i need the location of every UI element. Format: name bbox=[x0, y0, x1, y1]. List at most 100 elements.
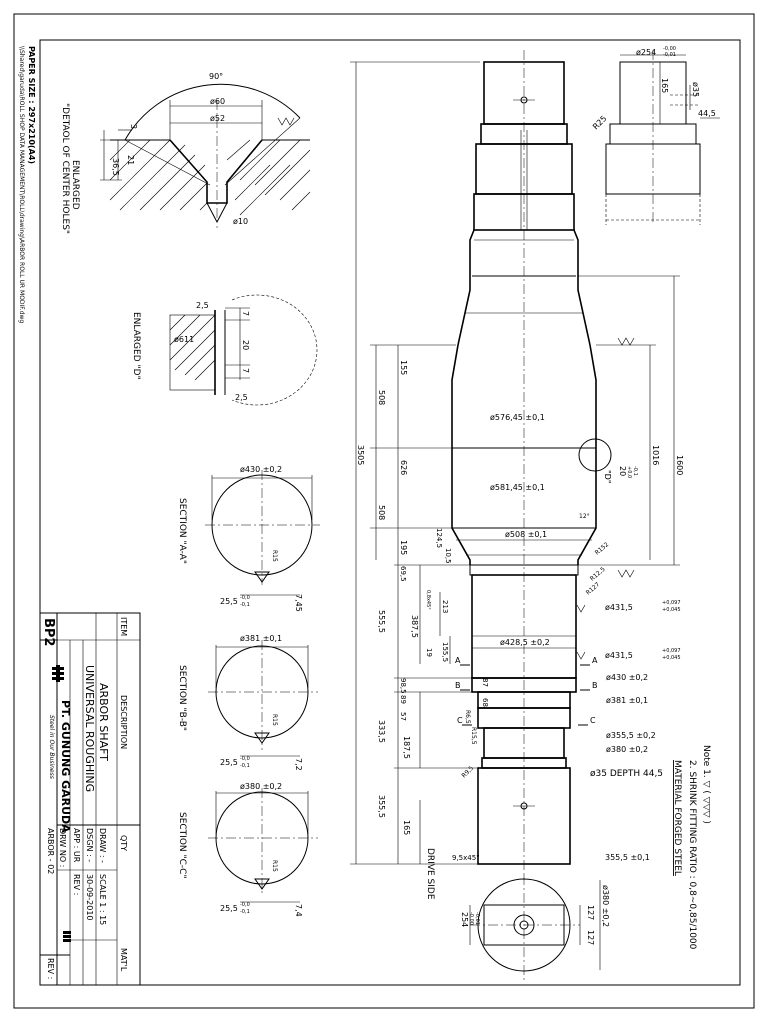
tb-description: DESCRIPTION bbox=[119, 695, 128, 749]
dim-d576: ø576,45 ±0,1 bbox=[490, 413, 545, 422]
tb-bp: BP2 bbox=[41, 618, 56, 646]
dim-chamfer: 0,8x45° bbox=[425, 590, 431, 610]
section-b-dia: ø381 ±0,1 bbox=[240, 634, 282, 643]
dim-5555: 555,5 bbox=[377, 610, 386, 633]
tb-desc-1: ARBOR SHAFT bbox=[97, 683, 110, 761]
surface-finish-symbols bbox=[277, 117, 635, 660]
dim-chamfer-bot: 9,5x45° bbox=[452, 854, 480, 862]
section-b-tol-hi: -0,0 bbox=[240, 756, 250, 762]
dim-20-lo: -0,1 bbox=[632, 466, 638, 476]
section-b-key: 25,5 bbox=[220, 758, 238, 767]
ev-d254-lo: -0,01 bbox=[474, 912, 480, 925]
dim-20-hi: +0,0 bbox=[626, 466, 632, 478]
dim-1016: 1016 bbox=[651, 445, 660, 465]
ev-127b: 127 bbox=[586, 930, 595, 945]
section-c-dia: ø380 ±0,2 bbox=[240, 782, 282, 791]
dim-r127: R127 bbox=[585, 581, 602, 597]
dim-d4315b: ø431,5 bbox=[605, 651, 633, 660]
detail-d-drawing bbox=[169, 294, 318, 406]
label-a-right: A bbox=[592, 656, 598, 665]
section-a-drawing bbox=[205, 470, 320, 596]
dim-d4285: ø428,5 ±0,2 bbox=[500, 638, 550, 647]
label-c-right: C bbox=[590, 716, 596, 725]
top-end-detail bbox=[605, 50, 720, 225]
drive-side-label: DRIVE SIDE bbox=[425, 848, 435, 900]
dim-19: 19 bbox=[425, 648, 433, 657]
dim-155: 155 bbox=[399, 360, 408, 375]
dim-105: 10,5 bbox=[444, 548, 452, 564]
note-2: 2. SHRINK FITTING RATIO : 0,8~0,85/1000 bbox=[687, 760, 697, 950]
note-1: Note 1. ▽ ( ▽▽▽ ) bbox=[701, 745, 711, 824]
detail-d-20: 20 bbox=[241, 340, 250, 350]
section-c-title: SECTION "C-C" bbox=[177, 812, 187, 879]
dim-d581: ø581,45 ±0,1 bbox=[490, 483, 545, 492]
tb-date: 30-09-2010 bbox=[85, 874, 94, 921]
tb-drw-no-label: DRW NO : bbox=[58, 828, 67, 867]
dim-r155: R15,5 bbox=[470, 727, 477, 745]
angle-90-label: 90° bbox=[209, 72, 223, 81]
dim-d508: ø508 ±0,1 bbox=[505, 530, 547, 539]
label-b-right: B bbox=[592, 681, 598, 690]
dim-r65: R6,5 bbox=[464, 710, 471, 724]
tb-drw-no: ARBOR - 02 bbox=[46, 828, 55, 874]
dim-1875: 187,5 bbox=[402, 736, 411, 759]
section-b-r: R15 bbox=[271, 714, 278, 726]
dim-3-label: 3 bbox=[129, 124, 138, 129]
dim-89: 89 bbox=[399, 695, 407, 704]
dim-d254-lo: -0,01 bbox=[663, 52, 676, 58]
section-c-tol-lo: -0,1 bbox=[240, 909, 250, 915]
detail-d-7a: 7 bbox=[241, 311, 250, 316]
section-a-key: 25,5 bbox=[220, 597, 238, 606]
dim-165-bot: 165 bbox=[402, 820, 411, 835]
dim-r125: R12,5 bbox=[589, 566, 607, 583]
main-shaft-drawing bbox=[350, 50, 680, 880]
tb-desc-2: UNIVERSAL ROUGHING bbox=[83, 665, 96, 792]
dim-d35-bot: ø35 DEPTH 44,5 bbox=[590, 769, 663, 779]
ev-d254-hi: -0,00 bbox=[468, 912, 474, 925]
dim-r25: R25 bbox=[591, 114, 609, 132]
section-c-r: R15 bbox=[271, 860, 278, 872]
section-b-drawing bbox=[208, 640, 318, 757]
tb-matl: MAT'L bbox=[119, 948, 128, 972]
dim-44-top: 44,5 bbox=[698, 109, 716, 118]
tb-scale: SCALE 1 : 15 bbox=[98, 874, 107, 925]
section-c-tol-hi: -0,0 bbox=[240, 902, 250, 908]
dim-1555: 155,5 bbox=[441, 642, 449, 662]
section-c-drawing bbox=[208, 788, 318, 903]
dim-detail-d: "D" bbox=[603, 470, 612, 484]
dia-52-label: ø52 bbox=[210, 114, 225, 123]
tb-company: PT. GUNUNG GARUDA bbox=[59, 700, 72, 833]
label-a-left: A bbox=[455, 656, 461, 665]
tb-small-logo bbox=[63, 931, 71, 942]
detail-d-7b: 7 bbox=[241, 368, 250, 373]
tb-app: APP : UR bbox=[72, 828, 81, 863]
label-b-left: B bbox=[455, 681, 461, 690]
dim-d4315a-hi: +0,097 bbox=[662, 600, 681, 606]
dim-20-tol: 20 bbox=[618, 466, 627, 476]
dim-d4315b-lo: +0,045 bbox=[662, 655, 681, 661]
center-hole-title-2: "DETAOL OF CENTER HOLES" bbox=[60, 103, 70, 234]
dia-60-label: ø60 bbox=[210, 97, 225, 106]
section-a-title: SECTION "A-A" bbox=[177, 498, 187, 564]
section-a-r: R15 bbox=[271, 550, 278, 562]
dim-508b: 508 bbox=[377, 505, 386, 520]
label-c-left: C bbox=[457, 716, 463, 725]
tb-qty: QTY bbox=[119, 835, 128, 851]
paper-size-label: PAPER SIZE : 297x210(A4) bbox=[27, 46, 36, 164]
dim-195: 195 bbox=[399, 540, 408, 555]
dim-124: 124,5 bbox=[435, 528, 443, 548]
dim-68: 68 bbox=[481, 698, 489, 707]
section-c-key: 25,5 bbox=[220, 904, 238, 913]
dim-d4315a: ø431,5 bbox=[605, 603, 633, 612]
dim-r152: R152 bbox=[594, 541, 611, 557]
tb-dsgn: DSGN : - bbox=[85, 828, 94, 862]
dim-3875: 387,5 bbox=[410, 615, 419, 638]
dim-165-top: 165 bbox=[660, 78, 669, 93]
dim-35-top: ø35 bbox=[691, 82, 700, 97]
detail-d-title: ENLARGED "D" bbox=[131, 312, 141, 380]
ev-127a: 127 bbox=[586, 905, 595, 920]
dim-3555c: 355,5 ±0,1 bbox=[605, 853, 650, 862]
dim-d430: ø430 ±0,2 bbox=[606, 673, 648, 682]
ev-d254: 254 bbox=[460, 912, 469, 927]
